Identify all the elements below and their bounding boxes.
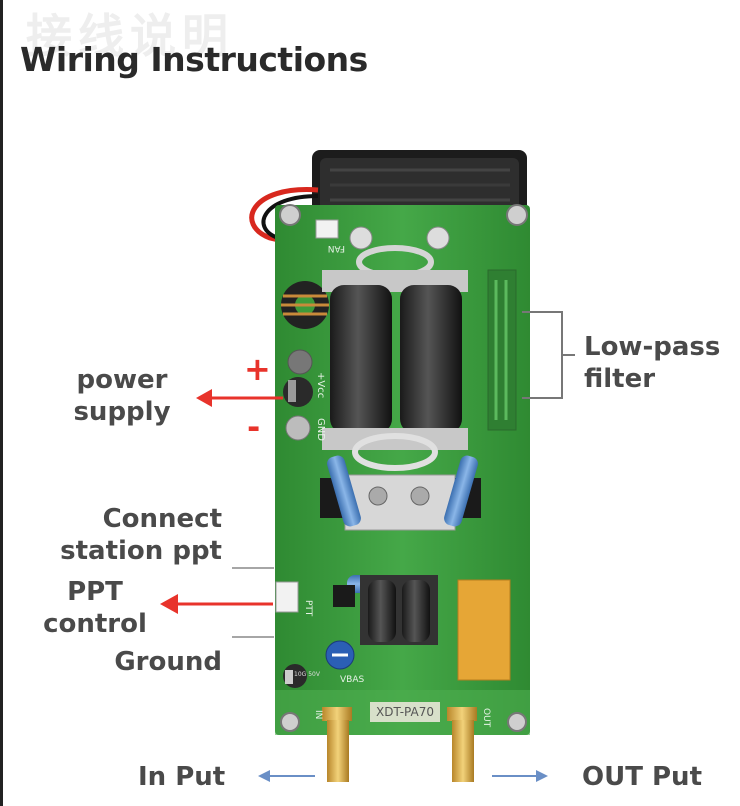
ppt-label-line2: control	[43, 609, 147, 639]
chinese-watermark-heading: 接线说明	[26, 9, 234, 63]
out-put-label: OUT Put	[582, 762, 702, 792]
transformer-cores	[322, 245, 468, 471]
screw-icon	[506, 204, 528, 226]
board-gnd-label: GND	[315, 418, 326, 441]
cooling-fan	[312, 150, 527, 218]
board-model-label: XDT-PA70	[376, 705, 434, 719]
board-out-label: OUT	[481, 708, 491, 728]
toroid-inductor	[281, 281, 329, 329]
board-cap-label: 10G 50V	[294, 671, 321, 678]
board-vcc-label: +Vcc	[315, 372, 326, 398]
input-sma-connector	[327, 720, 349, 782]
power-supply-arrow	[196, 389, 283, 407]
screw-icon	[507, 712, 527, 732]
board-fan-label: FAN	[328, 243, 345, 253]
power-label-line2: supply	[73, 397, 171, 427]
ppt-label-line1: PPT	[67, 577, 123, 607]
input-arrow	[258, 770, 315, 782]
screw-icon	[280, 712, 300, 732]
left-border-rule	[0, 0, 3, 806]
connect-label-line2: station ppt	[60, 536, 222, 566]
relay	[457, 579, 511, 681]
ground-label: Ground	[114, 647, 222, 677]
low-pass-label-line2: filter	[584, 364, 656, 394]
ppt-control-arrow	[160, 594, 273, 614]
output-sma-connector	[452, 720, 474, 782]
board-ptt-label: PTT	[303, 600, 313, 617]
plus-sign: +	[244, 350, 271, 388]
ptt-connector	[275, 581, 299, 613]
connect-label-line1: Connect	[102, 504, 222, 534]
low-pass-label-line1: Low-pass	[584, 332, 721, 362]
board-vbas-label: VBAS	[340, 675, 364, 685]
board-in-label: IN	[313, 710, 323, 719]
minus-sign: -	[247, 408, 261, 446]
screw-icon	[279, 204, 301, 226]
power-label-line1: power	[76, 365, 168, 395]
page-title: Wiring Instructions	[20, 40, 368, 79]
output-arrow	[492, 770, 548, 782]
in-put-label: In Put	[138, 762, 226, 792]
